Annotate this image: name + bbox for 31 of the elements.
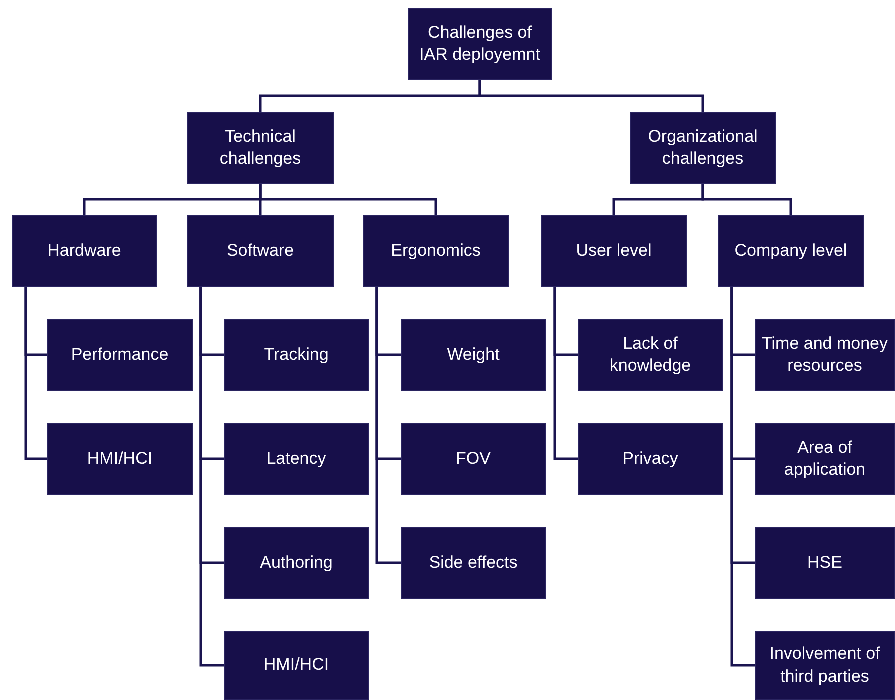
connector-line [730,287,755,667]
category-box: Company level [718,215,864,287]
category-box: Area of application [755,423,895,495]
connector-line [259,184,438,215]
category-box: User level [541,215,687,287]
category-box: Weight [401,319,546,391]
category-box: Latency [224,423,369,495]
category-box: Ergonomics [363,215,509,287]
connector-line [702,184,792,215]
category-box: HSE [755,527,895,599]
category-box: Privacy [578,423,723,495]
category-box: Time and money resources [755,319,895,391]
connector-line [554,287,578,460]
category-box: FOV [401,423,546,495]
category-box: HMI/HCI [47,423,193,495]
connector-line [24,287,47,460]
category-box: Tracking [224,319,369,391]
category-box: Technical challenges [187,112,334,184]
connector-line [478,80,704,112]
category-box: Performance [47,319,193,391]
connector-line [200,287,224,667]
category-box: Involvement of third parties [755,631,895,700]
category-box: Software [187,215,334,287]
category-box: Authoring [224,527,369,599]
category-box: Organizational challenges [630,112,776,184]
category-box: Challenges of IAR deployemnt [408,8,552,80]
connector-line [376,287,401,564]
category-box: HMI/HCI [224,631,369,700]
category-box: Lack of knowledge [578,319,723,391]
category-box: Hardware [12,215,157,287]
category-box: Side effects [401,527,546,599]
